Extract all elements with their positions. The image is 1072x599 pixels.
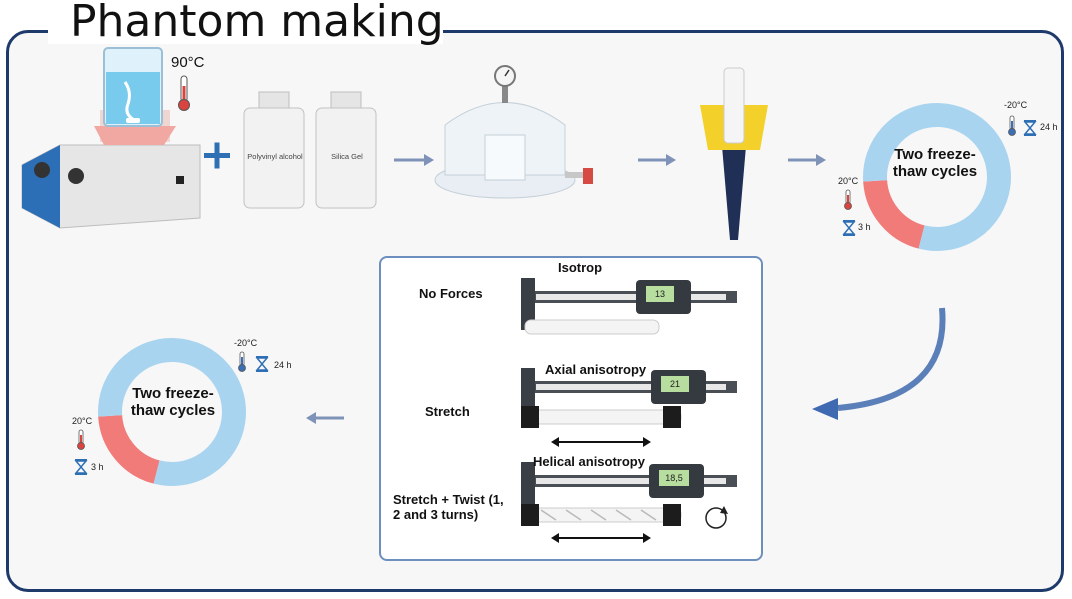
ring-bottom-freeze-temp: -20°C <box>234 338 258 348</box>
vacuum-chamber-icon <box>434 65 593 199</box>
caliper-reading-1: 13 <box>654 289 665 299</box>
ring-top-freeze-temp: -20°C <box>1004 100 1028 110</box>
page-title: Phantom making <box>70 0 444 47</box>
plus-icon <box>204 142 230 169</box>
ring-top-thaw-duration: 3 h <box>858 222 871 232</box>
caliper-reading-2: 21 <box>669 379 680 389</box>
condition-group-helical: Helical anisotropy <box>533 454 645 469</box>
freeze-thaw-ring-bottom <box>98 338 246 486</box>
hourglass-icon <box>74 459 88 475</box>
ring-bottom-thaw-temp: 20°C <box>72 416 93 426</box>
arrow-right-icon <box>788 154 826 166</box>
caliper-icon <box>521 368 737 424</box>
thermometer-icon <box>178 75 190 111</box>
ring-segment-thaw <box>863 179 926 249</box>
ring-segment-freeze <box>863 103 1011 251</box>
phantom-tube-icon <box>524 319 660 335</box>
title-mask <box>48 20 443 44</box>
arrow-right-icon <box>394 154 434 166</box>
stretched-tube-icon <box>521 406 682 428</box>
freeze-thaw-ring-top <box>863 103 1011 251</box>
hotplate-temperature: 90°C <box>171 54 205 71</box>
thermometer-icon <box>1008 115 1016 136</box>
bottle-polyvinyl-alcohol-icon <box>243 91 305 209</box>
thermometer-icon <box>844 189 852 210</box>
hourglass-icon <box>1023 120 1037 136</box>
hourglass-icon <box>842 220 856 236</box>
double-arrow-icon <box>551 533 651 543</box>
thermometer-icon <box>77 429 85 450</box>
caliper-icon <box>521 278 737 330</box>
condition-no-forces: No Forces <box>419 286 483 301</box>
double-arrow-icon <box>551 437 651 447</box>
conditions-panel: Isotrop No Forces 13 Axial anisotropy St… <box>379 256 763 561</box>
bottle-silica-gel-icon <box>315 91 377 209</box>
curved-arrow-icon <box>812 307 946 420</box>
arrow-right-icon <box>638 154 676 166</box>
ring-bottom-freeze-duration: 24 h <box>274 360 292 370</box>
ring-top-freeze-duration: 24 h <box>1040 122 1058 132</box>
caliper-icon <box>521 462 737 518</box>
mold-icon <box>700 67 768 240</box>
ring-segment-thaw <box>98 414 161 484</box>
ring-segment-freeze <box>98 338 246 486</box>
rotation-icon <box>705 506 728 529</box>
conditions-artwork <box>521 278 737 543</box>
arrow-left-icon <box>306 412 344 424</box>
condition-stretch: Stretch <box>425 404 470 419</box>
twisted-tube-icon <box>521 504 682 526</box>
thermometer-icon <box>238 351 246 372</box>
caliper-reading-3: 18,5 <box>665 473 683 483</box>
bottle-label-silica: Silica Gel <box>331 152 363 161</box>
ring-bottom-label: Two freeze-thaw cycles <box>130 385 216 419</box>
ring-top-thaw-temp: 20°C <box>838 176 859 186</box>
condition-group-axial: Axial anisotropy <box>545 362 647 377</box>
ring-bottom-thaw-duration: 3 h <box>91 462 104 472</box>
bottle-label-polyvinyl: Polyvinyl alcohol <box>247 152 303 161</box>
condition-group-isotrop: Isotrop <box>558 260 603 275</box>
hotplate-stirrer-icon <box>21 47 201 229</box>
condition-stretch-twist: Stretch + Twist (1, 2 and 3 turns) <box>393 492 504 522</box>
ring-top-label: Two freeze-thaw cycles <box>892 146 978 180</box>
hourglass-icon <box>255 356 269 372</box>
